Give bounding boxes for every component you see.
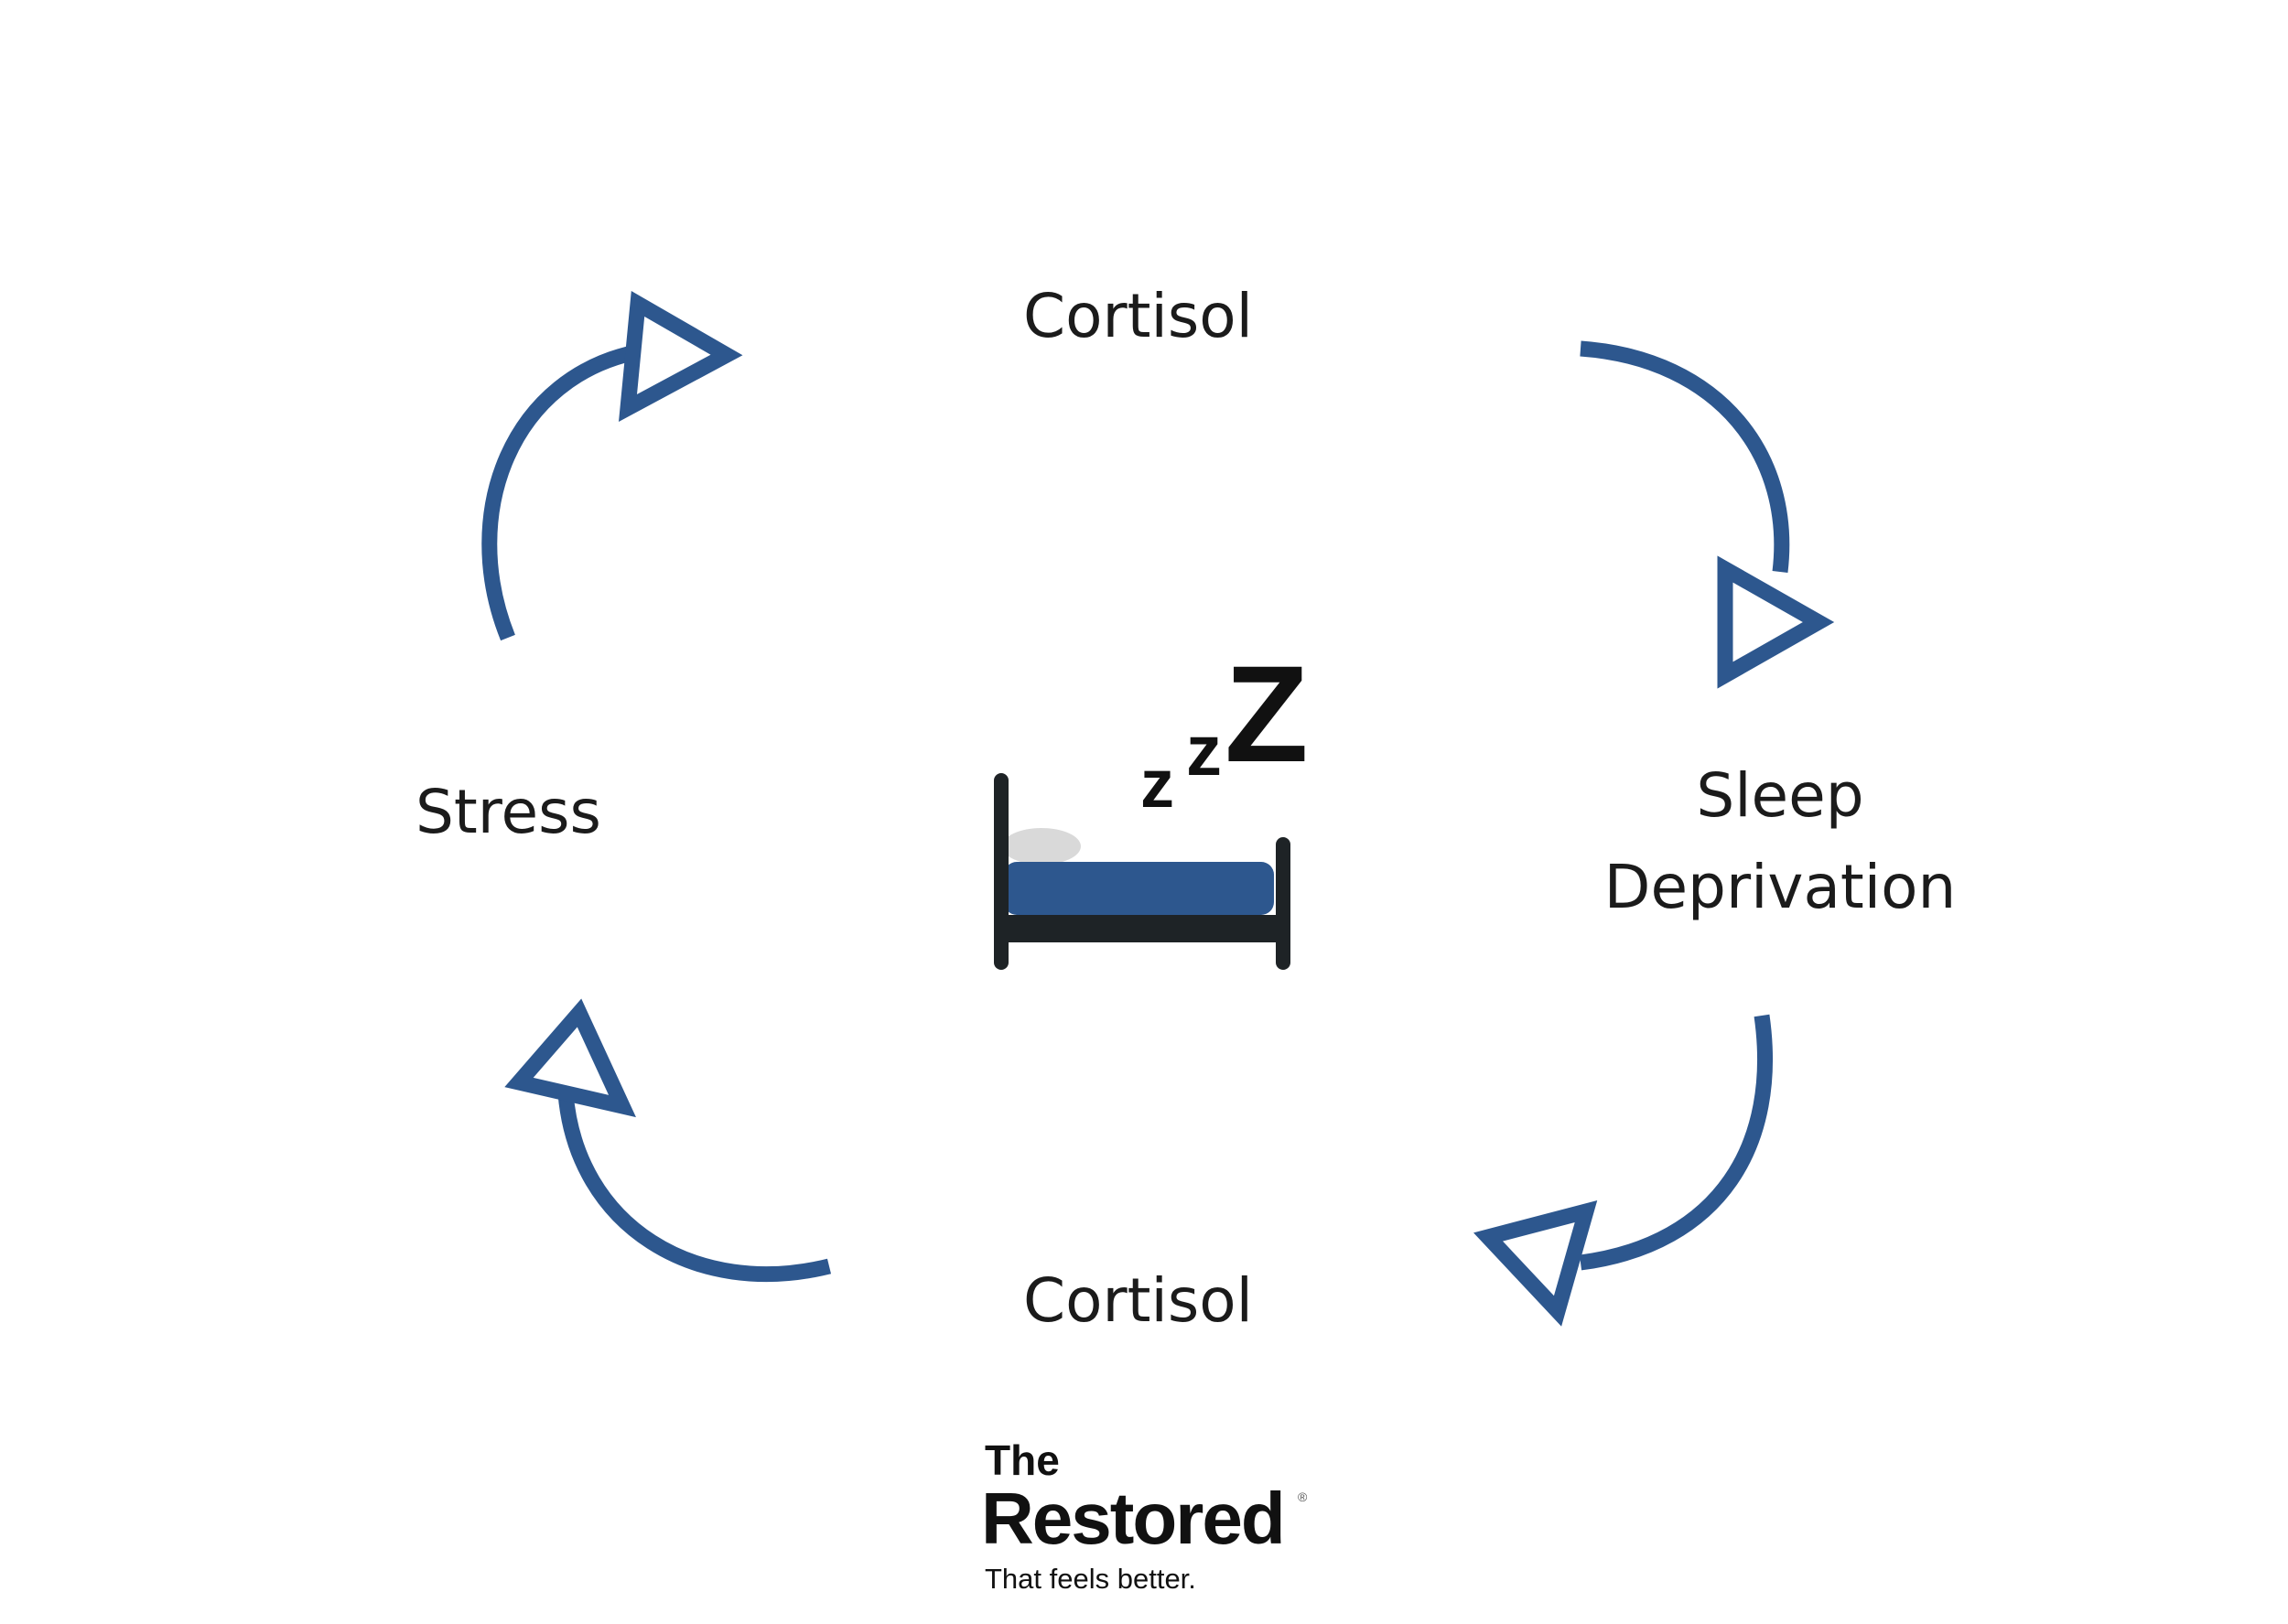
bed-frame-rail — [1001, 915, 1281, 942]
node-sleep-deprivation-line1: Sleep — [1696, 760, 1864, 831]
logo-tagline: That feels better. — [985, 1563, 1196, 1595]
sleeping-bed-icon: z z Z — [994, 637, 1309, 970]
arrow-stress-to-cortisol — [481, 291, 743, 641]
logo-registered-mark: ® — [1298, 1490, 1308, 1504]
arrow-cortisol-to-sleep-deprivation — [1580, 340, 1835, 689]
logo-name: Restored — [981, 1478, 1286, 1559]
node-stress: Stress — [416, 777, 601, 847]
bed-footboard-post — [1276, 837, 1290, 970]
zzz-small: z — [1140, 746, 1174, 822]
logo-the: The — [985, 1436, 1060, 1484]
node-cortisol-bottom: Cortisol — [1023, 1265, 1253, 1336]
node-cortisol-top: Cortisol — [1023, 281, 1253, 351]
zzz-letters: z z Z — [1140, 637, 1309, 822]
arrow-sleep-deprivation-to-cortisol — [1473, 1014, 1773, 1327]
mattress — [1004, 862, 1274, 915]
pillow — [1002, 828, 1081, 865]
zzz-medium: z — [1186, 710, 1222, 790]
arrow-cortisol-to-stress — [504, 998, 832, 1282]
node-sleep-deprivation-line2: Deprivation — [1603, 852, 1957, 922]
zzz-large: Z — [1225, 637, 1309, 790]
node-sleep-deprivation: Sleep Deprivation — [1588, 750, 1972, 933]
